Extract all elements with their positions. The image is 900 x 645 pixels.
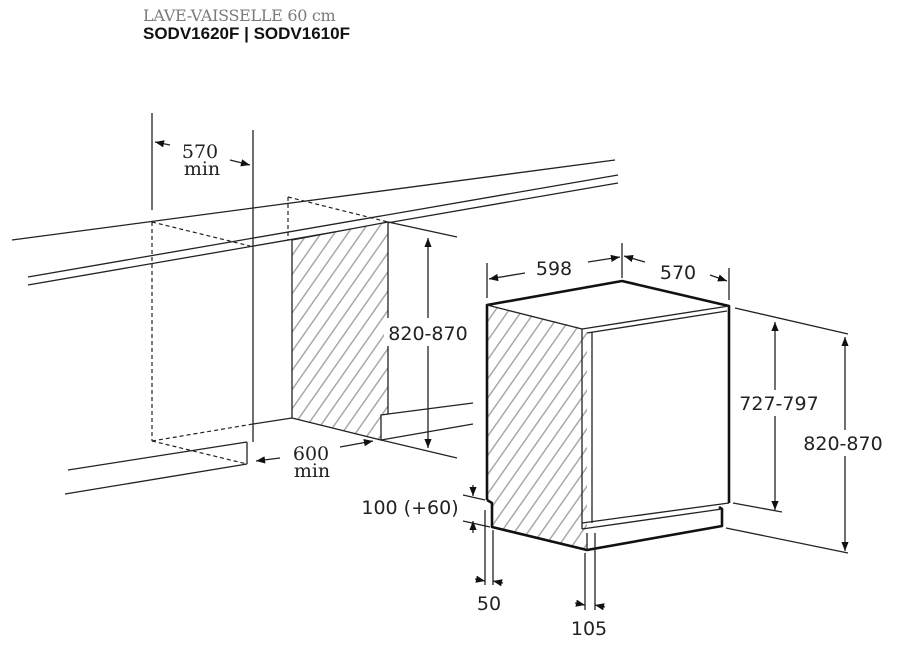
appliance-width-label: 598: [536, 258, 572, 280]
dishwasher-drawing: [462, 243, 849, 611]
niche-width-unit: min: [294, 460, 330, 482]
niche-height-label: 820-870: [388, 323, 467, 345]
niche-depth-label: 570: [182, 141, 218, 163]
niche-depth-unit: min: [184, 158, 220, 180]
plinth-recess-label: 50: [477, 593, 501, 615]
appliance-depth-label: 570: [660, 262, 696, 284]
appliance-total-height-label: 820-870: [803, 433, 882, 455]
side-cabinet-panel: [291, 221, 389, 441]
dishwasher-side-panel: [487, 305, 587, 550]
door-offset-label: 105: [571, 618, 607, 640]
niche-width-label: 600: [293, 443, 329, 465]
model-numbers: SODV1620F | SODV1610F: [143, 24, 350, 43]
appliance-body-height-label: 727-797: [739, 393, 818, 415]
plinth-height-label: 100 (+60): [361, 497, 458, 519]
diagram-title: LAVE-VAISSELLE 60 cm: [143, 6, 336, 25]
